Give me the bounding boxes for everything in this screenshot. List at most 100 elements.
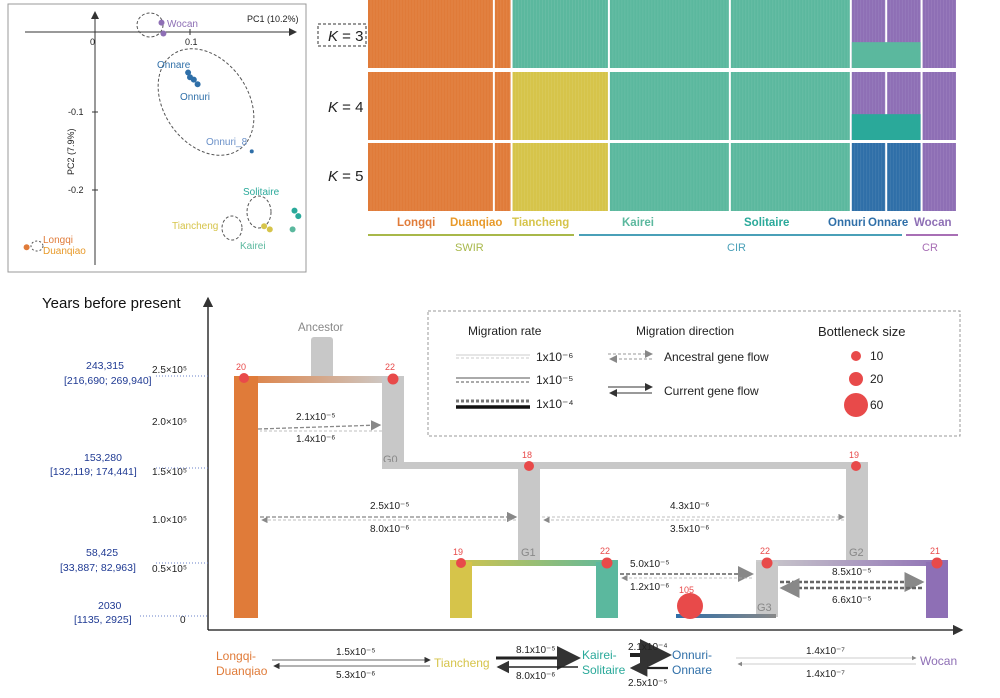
bottleneck-label-longqi: 20 [236, 362, 246, 372]
pca-label-onnuri: Onnuri [180, 92, 210, 103]
admix-k4-wocan [922, 72, 956, 140]
admix-k5-kairei [609, 143, 729, 211]
time-58425-ci: [33,887; 82,963] [60, 562, 136, 574]
legend-current-label: Current gene flow [664, 384, 759, 398]
bottleneck-label-wocan: 21 [930, 546, 940, 556]
bottleneck-label-g3: 22 [760, 546, 770, 556]
bottleneck-longqi [239, 373, 249, 383]
pca-point-onnuri8-6 [249, 149, 254, 154]
legend-bottleneck-20 [849, 372, 863, 386]
admix-k5-duanqiao [494, 143, 511, 211]
g1-connector [450, 560, 618, 566]
y-tick-0-5: 0.5×10⁵ [152, 564, 187, 575]
pca-point-onnuri-5 [194, 81, 201, 88]
legend-bottleneck-10 [851, 351, 861, 361]
legend-bottleneck-title: Bottleneck size [818, 324, 905, 339]
k5-label: K = 5 [328, 168, 363, 185]
legend-rate1-label: 1x10⁻⁶ [536, 350, 573, 364]
ancestor-label: Ancestor [298, 322, 344, 334]
region-label-swir: SWIR [455, 242, 484, 254]
migration-label-m4-top: 5.0x10⁻⁵ [630, 559, 669, 570]
migration-label-m5-bot: 6.6x10⁻⁵ [832, 595, 871, 606]
pca-x-tick-1: 0.1 [185, 37, 198, 47]
pop-label-onnuri: Onnuri [828, 217, 866, 229]
pca-label-wocan: Wocan [167, 19, 198, 30]
pca-points [23, 19, 302, 251]
time-153280-ci: [132,119; 174,441] [50, 466, 137, 478]
admix-k4-kairei [609, 72, 729, 140]
admixture-bars [368, 0, 956, 211]
flow-label-1-bot: 5.3x10⁻⁶ [336, 670, 375, 681]
admix-k5-longqi [368, 143, 493, 211]
g0-connector [382, 462, 866, 469]
bottleneck-wocan [931, 557, 943, 569]
flow-label-4-bot: 1.4x10⁻⁷ [806, 669, 845, 680]
g1-branch [518, 462, 540, 563]
pca-label-duanqiao: Duanqiao [43, 246, 86, 257]
pca-point-tiancheng-9 [261, 223, 268, 230]
pca-point-wocan-1 [160, 30, 167, 37]
g0-branch [382, 376, 404, 468]
y-tick-1-5: 1.5×10⁵ [152, 467, 187, 478]
flow-label-3-top: 2.1x10⁻⁴ [628, 642, 668, 653]
admix-k3-onnuri-mix [851, 42, 921, 68]
migration-label-m3-bot: 3.5x10⁻⁶ [670, 524, 709, 535]
admix-k3-solitaire [730, 0, 850, 68]
ancestor-branch [311, 337, 333, 380]
pca-point-solitaire-7 [291, 207, 298, 214]
admix-k5-onnuri [851, 143, 886, 211]
flow-label-1-top: 1.5x10⁻⁵ [336, 647, 375, 658]
pc1-label: PC1 (10.2%) [247, 14, 299, 24]
pca-point-solitaire-8 [295, 213, 302, 220]
migration-label-m3-top: 4.3x10⁻⁶ [670, 501, 709, 512]
pc2-label: PC2 (7.9%) [66, 128, 76, 175]
legend-rate2-label: 1x10⁻⁵ [536, 373, 573, 387]
pca-x-tick-0: 0 [90, 37, 95, 47]
flow-label-4-top: 1.4x10⁻⁷ [806, 646, 845, 657]
bottleneck-onnuri [677, 593, 703, 619]
pca-y-tick-1: -0.2 [68, 185, 84, 195]
bottleneck-label-onnuri: 105 [679, 585, 694, 595]
onnuri-ellipse [157, 48, 255, 156]
wocan-ellipse [136, 12, 164, 38]
kairei-solitaire-branch [596, 562, 618, 618]
bottleneck-label-g0: 22 [385, 362, 395, 372]
pop-label-duanqiao: Duanqiao [450, 217, 502, 229]
g1-label: G1 [521, 547, 536, 559]
bottleneck-label-kairei: 22 [600, 546, 610, 556]
pca-panel: PC1 (10.2%) PC2 (7.9%) 0 0.1 -0.1 -0.2 W… [7, 3, 307, 273]
longqi-ellipse [30, 240, 44, 252]
solitaire-ellipse [246, 195, 272, 229]
migration-longqi-g0-forward [257, 420, 382, 431]
g2-branch [846, 462, 868, 563]
bottleneck-kairei [601, 557, 613, 569]
y-tick-2-5: 2.5×10⁵ [152, 365, 187, 376]
g2-label: G2 [849, 547, 864, 559]
flow-pop-wocan: Wocan [920, 654, 957, 668]
pca-point-onnare-2 [185, 69, 192, 76]
flow-pop-solitaire: Solitaire [582, 663, 626, 677]
y-axis-title: Years before present [42, 295, 182, 312]
k3-label: K = 3 [328, 28, 363, 45]
bottleneck-tiancheng [456, 558, 466, 568]
time-243315: 243,315 [86, 360, 124, 372]
admix-k5-wocan [922, 143, 956, 211]
flow-pop-longqi: Longqi- [216, 649, 256, 663]
admix-k3-longqi [368, 0, 493, 68]
region-label-cr: CR [922, 242, 938, 254]
y-tick-1-0: 1.0×10⁵ [152, 515, 187, 526]
pca-label-solitaire: Solitaire [243, 187, 280, 198]
bottleneck-label-tiancheng: 19 [453, 547, 463, 557]
time-153280: 153,280 [84, 452, 122, 464]
time-2030-ci: [1135, 2925] [74, 614, 132, 626]
bottleneck-label-g1: 18 [522, 450, 532, 460]
flow-pop-onnuri: Onnuri- [672, 648, 712, 662]
admix-k4-longqi [368, 72, 493, 140]
region-label-cir: CIR [727, 242, 746, 254]
demography-panel: Years before present 2.5×10⁵ 2.0×10⁵ 1.5… [42, 295, 964, 689]
bottleneck-g2 [851, 461, 861, 471]
admix-k3-wocan [922, 0, 956, 68]
pca-label-onnuri8: Onnuri_8 [206, 137, 248, 148]
migration-label-m1-top: 2.1x10⁻⁵ [296, 412, 335, 423]
flow-label-2-bot: 8.0x10⁻⁶ [516, 671, 555, 682]
